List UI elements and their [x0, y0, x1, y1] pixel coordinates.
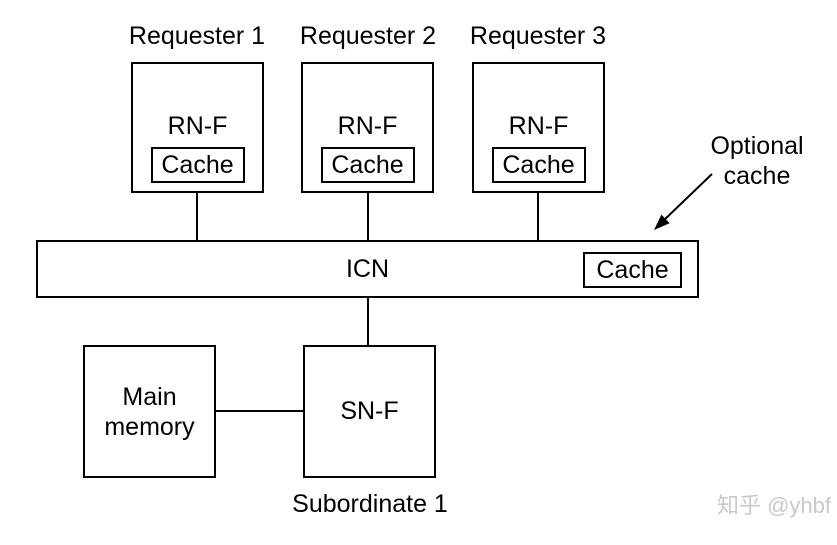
- watermark: 知乎 @yhbf: [716, 493, 831, 518]
- requester-1-box: RN-F Cache: [131, 62, 264, 193]
- rnf-label: RN-F: [167, 112, 228, 140]
- requester-1-title: Requester 1: [128, 22, 266, 50]
- requester-3-box: RN-F Cache: [472, 62, 605, 193]
- rnf-cache-box: Cache: [320, 147, 415, 183]
- icn-cache-box: Cache: [583, 252, 682, 288]
- icn-cache-label: Cache: [596, 255, 669, 284]
- rnf-cache-box: Cache: [491, 147, 586, 183]
- requester-2-box: RN-F Cache: [301, 62, 434, 193]
- rnf-cache-label: Cache: [331, 150, 404, 179]
- rnf-label: RN-F: [337, 112, 398, 140]
- snf-box: SN-F: [303, 345, 436, 478]
- rnf-cache-box: Cache: [150, 147, 245, 183]
- rnf-cache-label: Cache: [502, 150, 575, 179]
- snf-label: SN-F: [340, 397, 399, 425]
- subordinate-caption: Subordinate 1: [292, 490, 448, 518]
- rnf-cache-label: Cache: [161, 150, 234, 179]
- main-memory-box: Main memory: [83, 345, 216, 478]
- rnf-label: RN-F: [508, 112, 569, 140]
- main-memory-label: Main memory: [104, 382, 195, 441]
- requester-2-title: Requester 2: [299, 22, 437, 50]
- requester-3-title: Requester 3: [469, 22, 607, 50]
- icn-box: ICN Cache: [36, 240, 699, 298]
- optional-cache-note: Optional cache: [710, 132, 804, 190]
- icn-label: ICN: [345, 254, 390, 283]
